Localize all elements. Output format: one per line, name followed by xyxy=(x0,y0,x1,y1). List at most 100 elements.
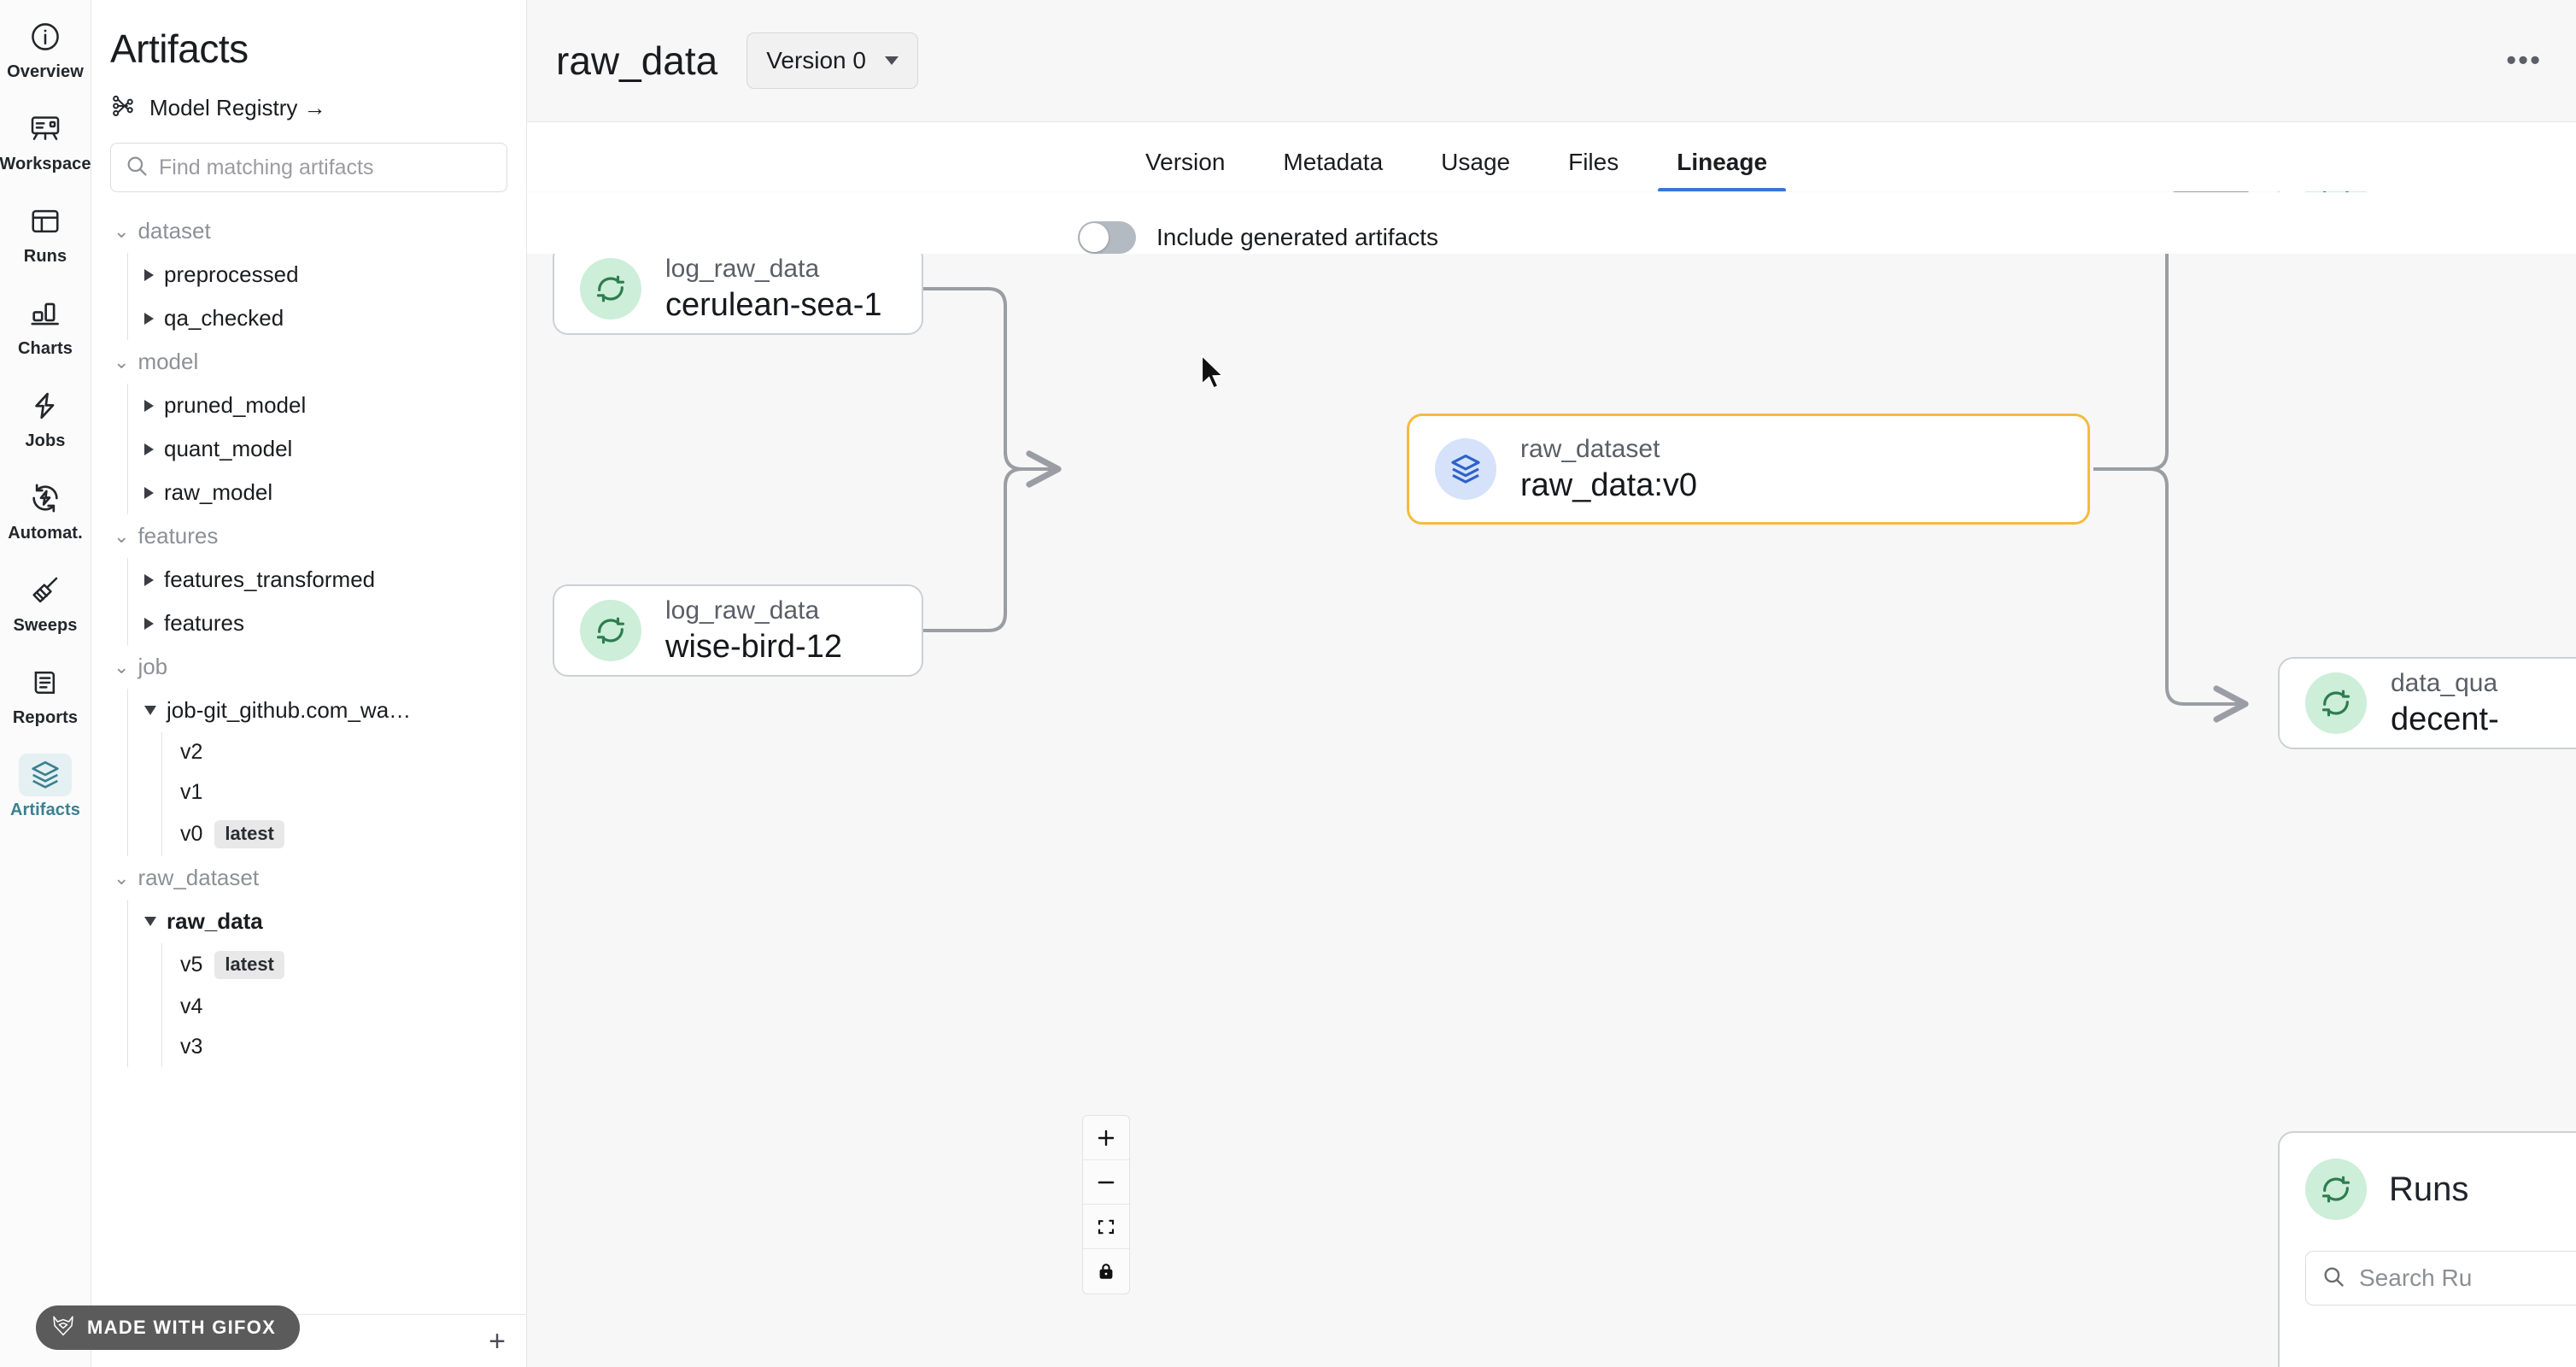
runs-search-placeholder: Search Ru xyxy=(2359,1264,2473,1291)
sidebar-item-runs[interactable]: Runs xyxy=(6,200,85,267)
tree-item-raw-data[interactable]: raw_data xyxy=(127,900,526,943)
sidebar-label-artifacts: Artifacts xyxy=(9,801,81,819)
automation-icon xyxy=(19,477,72,519)
tree-item-job-git-github-com-wa-[interactable]: job-git_github.com_wa… xyxy=(127,689,526,732)
version-select-label: Version 0 xyxy=(766,47,866,73)
gifox-watermark: MADE WITH GIFOX xyxy=(36,1305,301,1350)
tree-item-label: pruned_model xyxy=(164,392,307,418)
lineage-edges xyxy=(923,191,2249,723)
caret-down-icon[interactable] xyxy=(144,917,156,926)
tab-lineage[interactable]: Lineage xyxy=(1648,149,1796,192)
tab-files[interactable]: Files xyxy=(1568,149,1619,175)
tab-version[interactable]: Version xyxy=(1145,149,1226,175)
caret-right-icon[interactable] xyxy=(144,486,154,499)
tree-group-raw_dataset[interactable]: ⌄ raw_dataset xyxy=(91,856,526,900)
chevron-down-icon: ⌄ xyxy=(114,350,130,373)
add-artifact-button[interactable]: + xyxy=(489,1324,506,1358)
tree-item-preprocessed[interactable]: preprocessed xyxy=(127,253,526,296)
version-item[interactable]: v2 xyxy=(161,732,526,772)
page-title: Artifacts xyxy=(110,26,249,71)
tree-group-model[interactable]: ⌄model xyxy=(91,340,526,384)
artifact-tabs: Version Metadata Usage Files Lineage xyxy=(527,122,2576,192)
tab-metadata[interactable]: Metadata xyxy=(1283,149,1384,175)
bar-chart-icon xyxy=(19,292,72,335)
sidebar-item-sweeps[interactable]: Sweeps xyxy=(6,569,85,636)
gifox-watermark-text: MADE WITH GIFOX xyxy=(87,1317,277,1338)
sidebar-label-overview: Overview xyxy=(7,62,84,81)
zoom-out-button[interactable] xyxy=(1083,1160,1129,1205)
tree-group-children: features_transformed features xyxy=(127,558,526,645)
version-label: v5 xyxy=(180,953,203,977)
runs-search-box[interactable]: Search Ru xyxy=(2305,1251,2576,1305)
run-refresh-icon xyxy=(2305,1159,2367,1220)
workspace-icon xyxy=(19,108,72,150)
tree-item-pruned-model[interactable]: pruned_model xyxy=(127,384,526,427)
tree-item-raw-model[interactable]: raw_model xyxy=(127,471,526,514)
tree-item-features-transformed[interactable]: features_transformed xyxy=(127,558,526,601)
tree-group-features[interactable]: ⌄ features xyxy=(91,514,526,558)
tree-item-label: preprocessed xyxy=(164,261,299,287)
version-item[interactable]: v3 xyxy=(161,1027,526,1067)
tree-item-quant-model[interactable]: quant_model xyxy=(127,427,526,471)
fox-icon xyxy=(51,1315,75,1341)
chevron-down-icon: ⌄ xyxy=(114,220,130,242)
tab-usage[interactable]: Usage xyxy=(1441,149,1511,175)
sidebar-item-jobs[interactable]: Jobs xyxy=(6,384,85,451)
include-generated-toggle[interactable] xyxy=(1078,221,1136,254)
version-item[interactable]: v4 xyxy=(161,987,526,1027)
bolt-icon xyxy=(19,384,72,427)
runs-side-panel[interactable]: Runs Search Ru xyxy=(2278,1131,2576,1367)
tree-group-label: raw_dataset xyxy=(138,865,260,890)
caret-right-icon[interactable] xyxy=(144,617,154,630)
zoom-in-button[interactable] xyxy=(1083,1116,1129,1160)
overflow-menu-button[interactable]: ••• xyxy=(2506,44,2542,77)
chevron-down-icon: ⌄ xyxy=(114,525,130,547)
tree-group-dataset[interactable]: ⌄dataset xyxy=(91,209,526,253)
sidebar-item-reports[interactable]: Reports xyxy=(6,661,85,728)
caret-right-icon[interactable] xyxy=(144,443,154,455)
caret-right-icon[interactable] xyxy=(144,312,154,325)
broom-icon xyxy=(19,569,72,612)
search-artifacts-box[interactable] xyxy=(110,143,507,192)
tree-item-features[interactable]: features xyxy=(127,601,526,645)
lock-button[interactable] xyxy=(1083,1249,1129,1294)
layers-icon xyxy=(19,754,72,796)
sidebar-item-automations[interactable]: Automat. xyxy=(6,477,85,543)
tree-group-label: features xyxy=(138,523,219,549)
model-registry-link[interactable]: Model Registry → xyxy=(91,72,526,124)
caret-down-icon[interactable] xyxy=(144,706,156,715)
sidebar-label-charts: Charts xyxy=(18,339,73,358)
tree-group-job[interactable]: ⌄job xyxy=(91,645,526,689)
caret-right-icon[interactable] xyxy=(144,268,154,281)
caret-right-icon[interactable] xyxy=(144,399,154,412)
caret-right-icon[interactable] xyxy=(144,573,154,586)
lineage-node[interactable]: log_raw_data wise-bird-12 xyxy=(553,584,923,677)
artifacts-panel: Artifacts Model Registry → ⌄dataset prepr… xyxy=(91,0,527,1367)
sidebar-item-workspace[interactable]: Workspace xyxy=(0,108,91,174)
sidebar-item-artifacts[interactable]: Artifacts xyxy=(6,754,85,820)
tree-item-label: features_transformed xyxy=(164,566,376,592)
lineage-node-selected[interactable]: raw_dataset raw_data:v0 xyxy=(1407,414,2090,525)
node-subtitle: log_raw_data xyxy=(665,254,820,283)
tree-item-qa-checked[interactable]: qa_checked xyxy=(127,296,526,340)
search-input[interactable] xyxy=(159,155,493,180)
version-label: v4 xyxy=(180,994,203,1018)
runs-panel-header: Runs xyxy=(2305,1159,2576,1220)
version-select[interactable]: Version 0 xyxy=(746,32,918,89)
lineage-node[interactable]: log_raw_data cerulean-sea-1 xyxy=(553,243,923,335)
tree-group-label: job xyxy=(138,654,168,679)
sidebar-item-overview[interactable]: Overview xyxy=(6,15,85,82)
sidebar-item-charts[interactable]: Charts xyxy=(6,292,85,359)
version-item[interactable]: v1 xyxy=(161,772,526,813)
lineage-canvas[interactable]: log_raw_data cerulean-sea-1 log_raw_data… xyxy=(527,191,2576,1367)
fit-view-button[interactable] xyxy=(1083,1205,1129,1249)
chevron-down-icon: ⌄ xyxy=(114,866,130,889)
lineage-node[interactable]: data_qua decent- xyxy=(2278,657,2576,749)
